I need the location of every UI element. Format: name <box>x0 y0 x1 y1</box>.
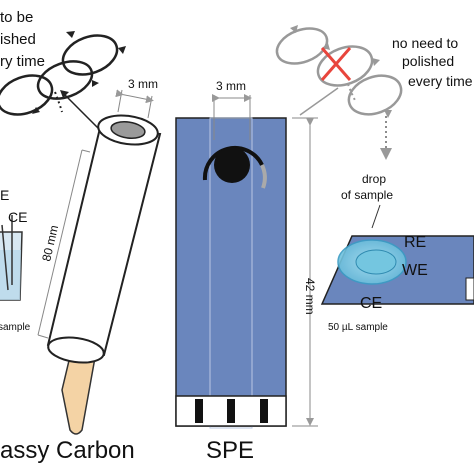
drop-arrow <box>380 116 392 160</box>
svg-text:no need to: no need to <box>392 35 458 51</box>
cross-icon <box>320 47 352 81</box>
svg-text:42 mm: 42 mm <box>303 278 317 315</box>
beaker-cell: E CE sample <box>0 187 31 333</box>
screen-printed-electrode: 3 mm 42 mm SPE <box>175 79 318 464</box>
drop-pointer <box>371 204 381 229</box>
right-note: no need to polished every time <box>392 35 473 89</box>
no-polishing-icon <box>275 25 403 118</box>
contact-pad <box>195 399 203 423</box>
glassy-carbon-title: assy Carbon <box>0 437 135 464</box>
contact-pad <box>260 399 268 423</box>
left-re-label: E <box>0 187 9 203</box>
spe-diameter-dimension: 3 mm <box>212 79 252 140</box>
polishing-motion-icon <box>0 31 126 129</box>
svg-text:every time: every time <box>408 73 473 89</box>
contact-pad <box>227 399 235 423</box>
left-sample-label: sample <box>0 322 31 333</box>
spe-length-dimension: 42 mm <box>292 117 318 427</box>
left-note: to be ished ry time <box>0 9 45 70</box>
svg-text:80 mm: 80 mm <box>39 224 61 263</box>
gc-diameter-dimension: 3 mm <box>115 77 158 119</box>
svg-text:to be: to be <box>0 9 33 26</box>
right-ce-label: CE <box>360 295 382 312</box>
spe-title: SPE <box>206 437 254 464</box>
working-electrode <box>214 147 250 183</box>
glassy-carbon-electrode: 3 mm 80 mm assy Carbon <box>0 77 162 464</box>
svg-text:ry time: ry time <box>0 53 45 70</box>
left-ce-label: CE <box>8 209 27 225</box>
svg-text:ished: ished <box>0 31 36 48</box>
svg-text:drop: drop <box>362 172 386 186</box>
right-we-label: WE <box>402 262 428 279</box>
svg-text:polished: polished <box>402 53 454 69</box>
right-sample-label: 50 µL sample <box>328 322 388 333</box>
svg-text:3 mm: 3 mm <box>216 79 246 93</box>
right-re-label: RE <box>404 234 426 251</box>
svg-text:3 mm: 3 mm <box>128 77 158 91</box>
svg-text:of sample: of sample <box>341 188 393 202</box>
spe-with-sample: RE WE CE 50 µL sample <box>320 234 474 333</box>
drop-label: drop of sample <box>341 172 393 202</box>
